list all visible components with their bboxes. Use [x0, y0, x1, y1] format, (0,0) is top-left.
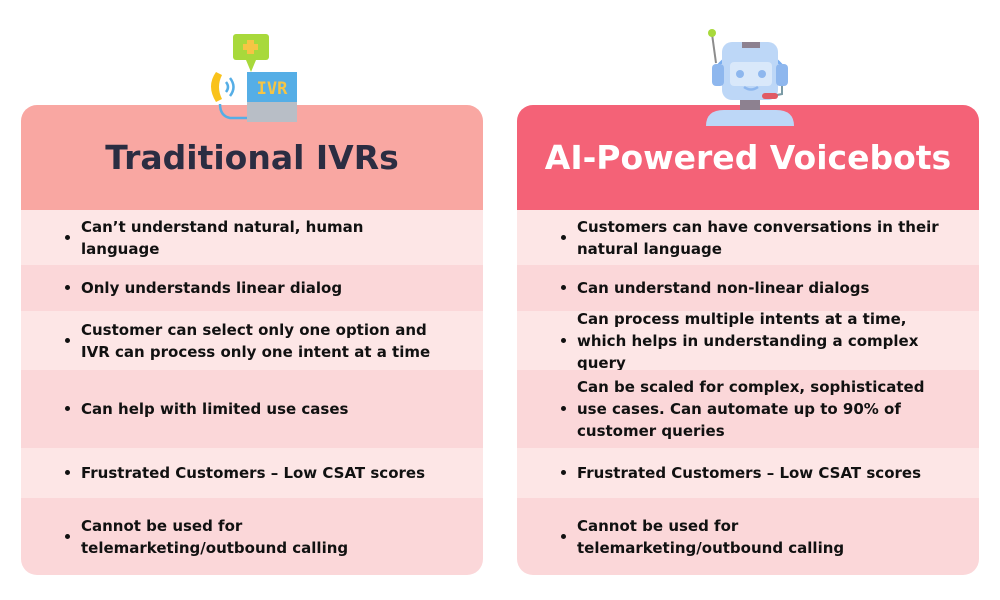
- list-item: Only understands linear dialog: [21, 265, 483, 311]
- list-item: Can be scaled for complex, sophisticated…: [517, 370, 979, 448]
- list-item: Can help with limited use cases: [21, 370, 483, 448]
- card-title: Traditional IVRs: [21, 105, 483, 210]
- card-title: AI-Powered Voicebots: [517, 105, 979, 210]
- traditional-ivr-card: Traditional IVRs Can’t understand natura…: [21, 105, 483, 575]
- list-item: Frustrated Customers – Low CSAT scores: [21, 448, 483, 498]
- svg-text:IVR: IVR: [257, 79, 288, 99]
- ai-voicebot-card: AI-Powered Voicebots Customers can have …: [517, 105, 979, 575]
- list-item: Cannot be used for telemarketing/outboun…: [21, 498, 483, 575]
- list-item: Frustrated Customers – Low CSAT scores: [517, 448, 979, 498]
- list-item: Cannot be used for telemarketing/outboun…: [517, 498, 979, 575]
- ivr-phone-icon: IVR: [211, 34, 297, 122]
- robot-headset-icon: [706, 29, 794, 126]
- list-item: Can process multiple intents at a time, …: [517, 310, 979, 372]
- list-item: Can understand non-linear dialogs: [517, 265, 979, 311]
- list-item: Customers can have conversations in thei…: [517, 210, 979, 265]
- list-item: Can’t understand natural, human language: [21, 210, 483, 265]
- list-item: Customer can select only one option and …: [21, 311, 483, 370]
